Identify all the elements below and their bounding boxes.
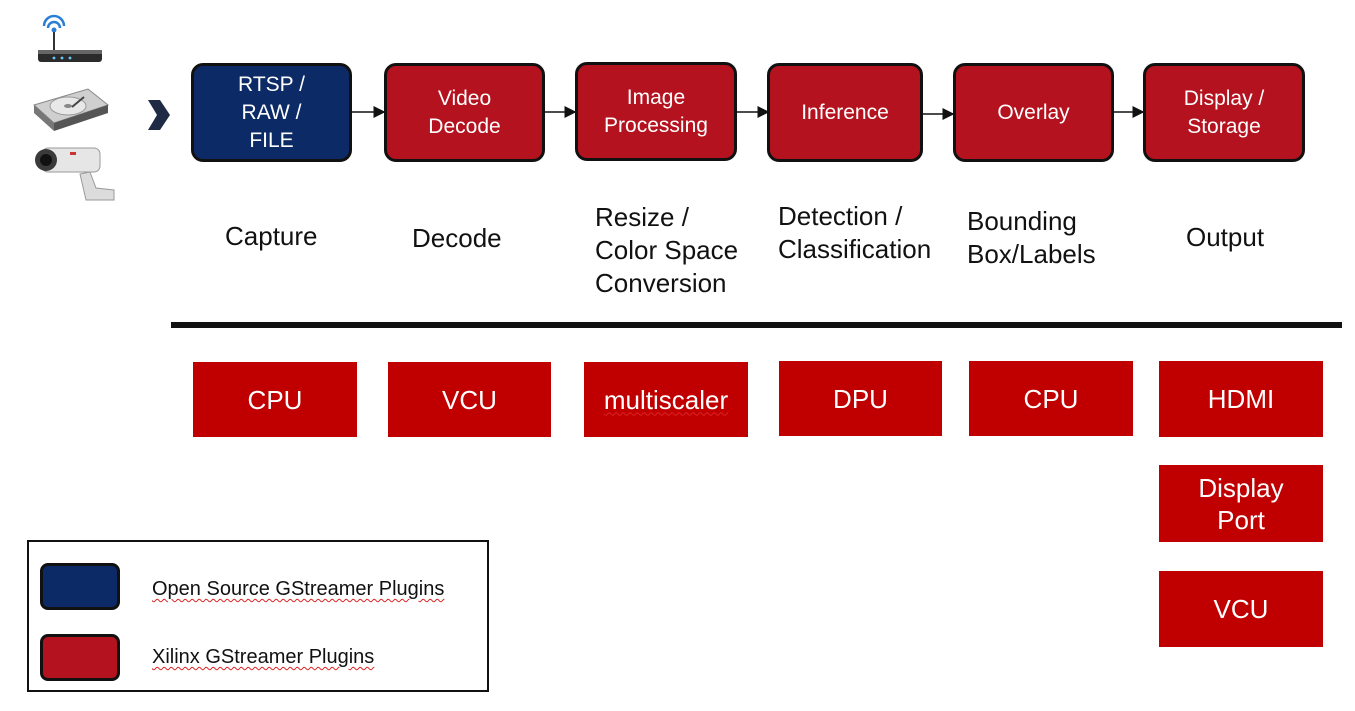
stage-image-processing: Image Processing bbox=[575, 62, 737, 161]
stage-video-decode: Video Decode bbox=[384, 63, 545, 162]
hw-vcu-decode: VCU bbox=[388, 362, 551, 437]
legend-open-source-text: Open Source GStreamer Plugins bbox=[152, 578, 445, 600]
caption-output: Output bbox=[1186, 222, 1265, 252]
legend: Open Source GStreamer Plugins Xilinx GSt… bbox=[27, 540, 489, 692]
hw-cpu-capture: CPU bbox=[193, 362, 357, 437]
hw-hdmi: HDMI bbox=[1159, 361, 1323, 437]
hw-cpu-overlay: CPU bbox=[969, 361, 1133, 436]
stage-overlay: Overlay bbox=[953, 63, 1114, 162]
hw-multiscaler: multiscaler bbox=[584, 362, 748, 437]
security-camera-icon bbox=[30, 140, 120, 208]
caption-bounding-box: Bounding Box/Labels bbox=[967, 206, 1096, 269]
caption-resize: Resize / Color Space Conversion bbox=[595, 202, 739, 298]
hard-drive-icon bbox=[28, 83, 112, 135]
legend-label-open-source: Open Source GStreamer Plugins bbox=[152, 578, 444, 601]
legend-label-xilinx: Xilinx GStreamer Plugins bbox=[152, 646, 374, 669]
stage-capture: RTSP / RAW / FILE bbox=[191, 63, 352, 162]
input-arrow-icon bbox=[148, 100, 170, 130]
caption-detection: Detection / Classification bbox=[778, 201, 932, 264]
legend-swatch-open-source bbox=[40, 563, 120, 610]
legend-xilinx-text: Xilinx GStreamer Plugins bbox=[152, 646, 375, 668]
stage-inference: Inference bbox=[767, 63, 923, 162]
caption-capture: Capture bbox=[225, 221, 318, 251]
hw-vcu-output: VCU bbox=[1159, 571, 1323, 647]
hw-display-port: Display Port bbox=[1159, 465, 1323, 542]
stage-display-storage: Display / Storage bbox=[1143, 63, 1305, 162]
hw-multiscaler-label: multiscaler bbox=[603, 384, 729, 415]
legend-swatch-xilinx bbox=[40, 634, 120, 681]
hw-dpu: DPU bbox=[779, 361, 942, 436]
caption-decode: Decode bbox=[412, 223, 502, 253]
wifi-router-icon bbox=[32, 12, 106, 68]
